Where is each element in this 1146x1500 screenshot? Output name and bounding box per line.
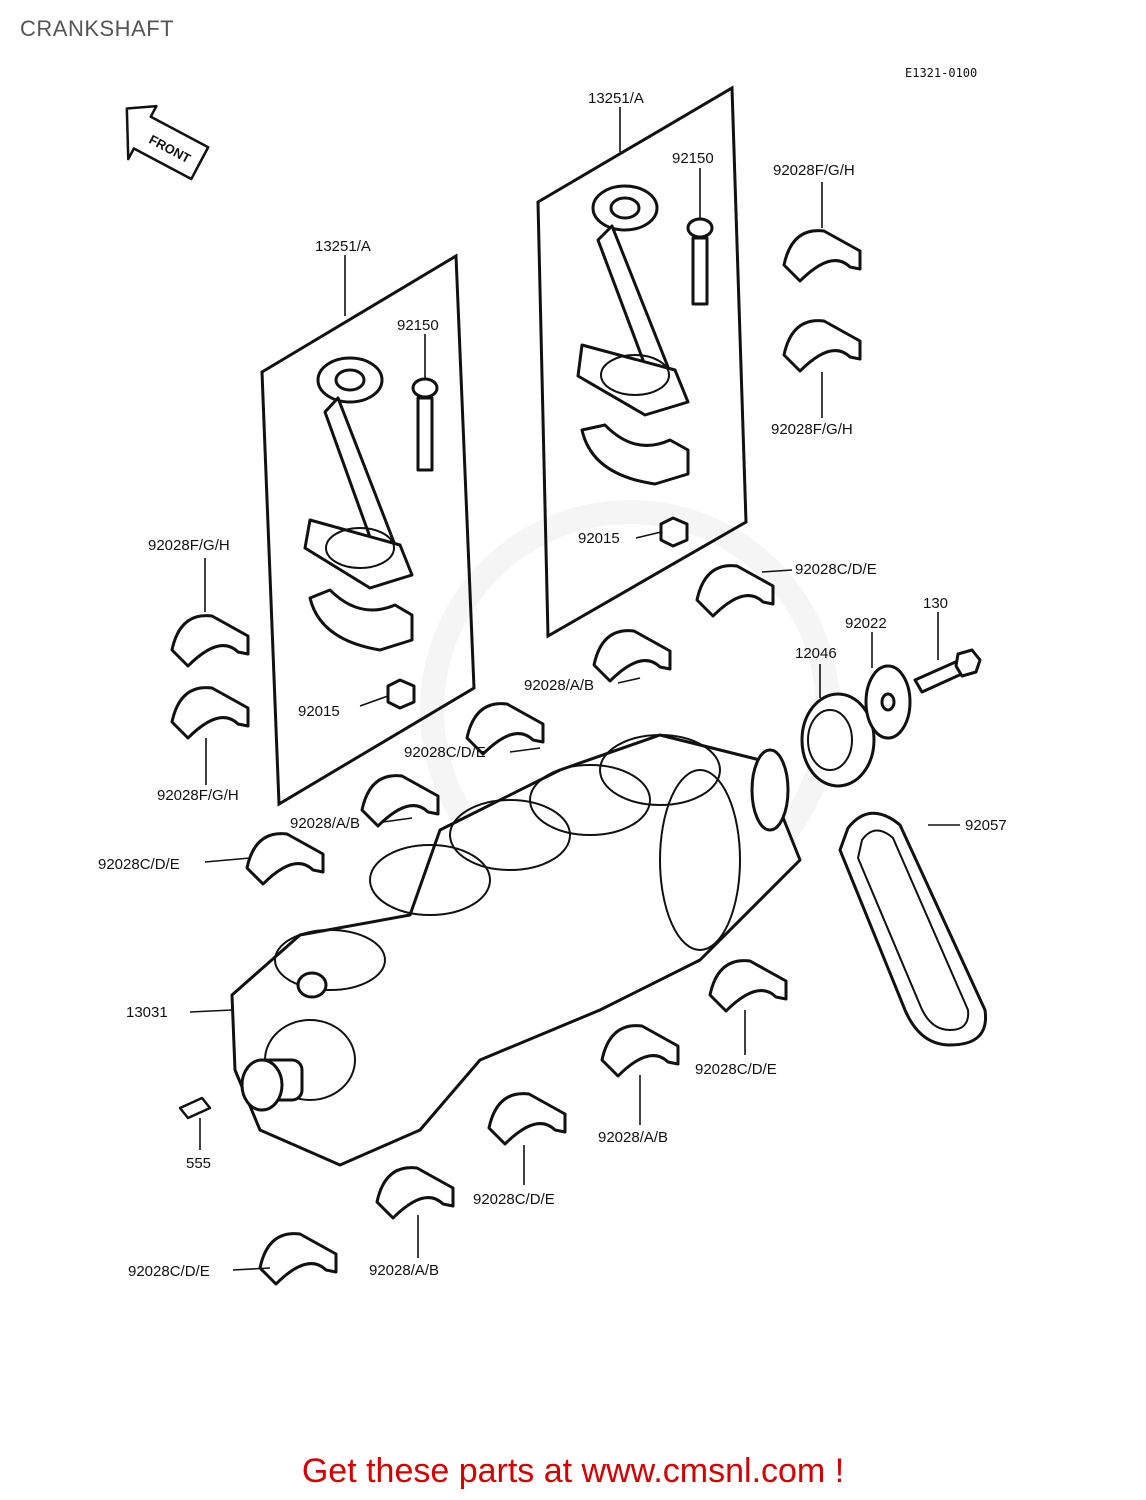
- label-rod-right: 13251/A: [588, 90, 644, 107]
- crankshaft: [230, 733, 802, 1167]
- label-bearing-ab-2: 92028/A/B: [290, 815, 360, 832]
- rod-nut-right: [659, 516, 689, 548]
- bearing-shell: [170, 686, 250, 740]
- label-bearing-cde-5: 92028C/D/E: [473, 1191, 555, 1208]
- bearing-shell: [375, 1166, 455, 1220]
- label-bolt: 130: [923, 595, 948, 612]
- label-bearing-cde-4: 92028C/D/E: [695, 1061, 777, 1078]
- label-washer: 92022: [845, 615, 887, 632]
- bearing-shell: [487, 1092, 567, 1146]
- label-nut-left: 92015: [298, 703, 340, 720]
- parts-diagram: FRONT 13251/A 13251/A 92150 92015: [98, 85, 1007, 1286]
- cam-chain: [838, 811, 988, 1047]
- bearing-shells: [170, 229, 862, 1286]
- label-bearing-cde-1: 92028C/D/E: [795, 561, 877, 578]
- bearing-shell: [258, 1232, 338, 1286]
- label-key: 555: [186, 1155, 211, 1172]
- washer: [864, 664, 912, 740]
- sprocket-gear: [800, 692, 876, 788]
- bearing-shell: [695, 564, 775, 618]
- label-bearing-cde-2: 92028C/D/E: [404, 744, 486, 761]
- bearing-shell: [708, 959, 788, 1013]
- label-rod-left: 13251/A: [315, 238, 371, 255]
- crankshaft-key: [178, 1096, 212, 1120]
- bearing-shell: [245, 832, 325, 886]
- rod-nut-left: [386, 678, 416, 710]
- rod-frame-right: [536, 85, 748, 639]
- front-arrow-icon: FRONT: [125, 104, 210, 181]
- label-chain: 92057: [965, 817, 1007, 834]
- label-bearing-ab-1: 92028/A/B: [524, 677, 594, 694]
- label-bearing-cde-6: 92028C/D/E: [128, 1263, 210, 1280]
- bearing-shell: [782, 319, 862, 373]
- footer-link[interactable]: Get these parts at www.cmsnl.com !: [301, 1452, 845, 1490]
- crankshaft-bolt: [913, 648, 982, 694]
- rod-frame-left: [260, 253, 476, 807]
- bearing-shell: [782, 229, 862, 283]
- label-bearing-ab-4: 92028/A/B: [369, 1262, 439, 1279]
- bearing-shell: [600, 1024, 680, 1078]
- bearing-shell: [170, 614, 250, 668]
- page-title: CRANKSHAFT: [20, 16, 175, 41]
- label-bearing-fgh-1: 92028F/G/H: [773, 162, 855, 179]
- label-nut-right: 92015: [578, 530, 620, 547]
- label-bearing-ab-3: 92028/A/B: [598, 1129, 668, 1146]
- label-bolt-right: 92150: [672, 150, 714, 167]
- label-bearing-cde-3: 92028C/D/E: [98, 856, 180, 873]
- rod-bolt-right: [686, 217, 714, 306]
- label-bearing-fgh-3: 92028F/G/H: [148, 537, 230, 554]
- rod-bolt-left: [411, 377, 439, 472]
- bearing-shell: [360, 774, 440, 828]
- label-gear: 12046: [795, 645, 837, 662]
- diagram-reference-code: E1321-0100: [905, 66, 978, 80]
- label-crankshaft: 13031: [126, 1004, 168, 1021]
- connecting-rod-right: [576, 184, 690, 486]
- connecting-rod-left: [303, 356, 414, 652]
- label-bearing-fgh-2: 92028F/G/H: [771, 421, 853, 438]
- bearing-shell: [592, 629, 672, 683]
- label-bolt-left: 92150: [397, 317, 439, 334]
- label-bearing-fgh-4: 92028F/G/H: [157, 787, 239, 804]
- bearing-shell: [465, 702, 545, 756]
